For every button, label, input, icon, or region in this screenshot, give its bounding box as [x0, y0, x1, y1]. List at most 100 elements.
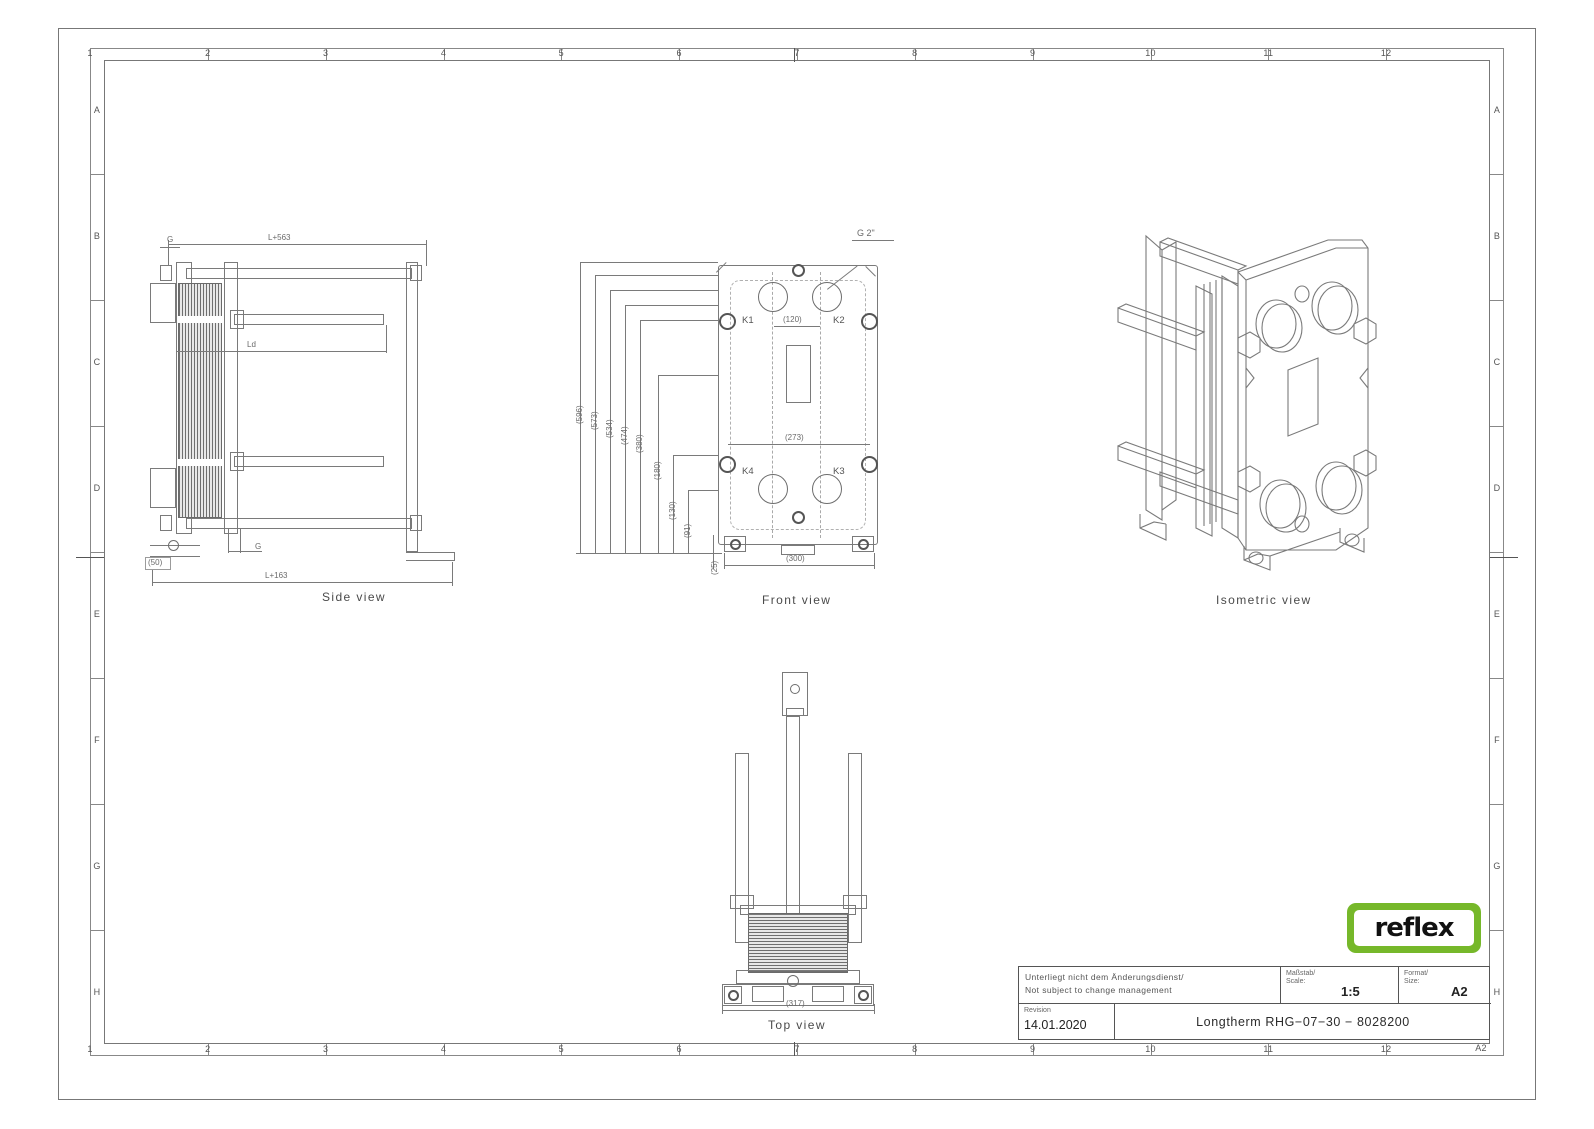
- zone-column-label: 8: [912, 48, 918, 58]
- zone-row-label: C: [1493, 357, 1501, 367]
- dim-text-50: (50): [148, 558, 163, 567]
- zone-column-label: 10: [1145, 1044, 1156, 1054]
- zone-column-label: 9: [1030, 48, 1036, 58]
- format-label-en: Size:: [1404, 978, 1420, 986]
- zone-tick: [914, 48, 916, 60]
- dim-text-vertical: (91): [683, 523, 692, 538]
- zone-column-label: 1: [87, 48, 93, 58]
- zone-row-label: B: [93, 231, 101, 241]
- zone-column-label: 3: [323, 48, 329, 58]
- zone-tick: [207, 1044, 209, 1056]
- zone-column-label: 3: [323, 1044, 329, 1054]
- zone-row-label: G: [93, 861, 101, 871]
- note-en: Not subject to change management: [1025, 984, 1172, 995]
- zone-row-label: F: [1494, 735, 1500, 745]
- zone-tick: [797, 48, 798, 60]
- dim-leader-line: [673, 455, 718, 456]
- front-nameplate: [786, 345, 811, 403]
- isometric-view-caption: Isometric view: [1216, 593, 1312, 607]
- top-view-caption: Top view: [768, 1018, 826, 1032]
- dim-leader-line: [640, 320, 718, 321]
- scale-label-de: Maßstab/: [1286, 970, 1316, 977]
- zone-tick: [207, 48, 209, 60]
- front-bolt-upper-left: [719, 313, 736, 330]
- zone-tick: [1386, 1044, 1388, 1056]
- side-end-nut-3: [410, 265, 422, 281]
- front-foot-center: [781, 545, 815, 555]
- side-tie-bolt-lower: [234, 456, 384, 467]
- side-foot-left-bottom: [150, 556, 200, 557]
- zone-column-label: 2: [205, 48, 211, 58]
- dim-leader-line: [610, 290, 718, 291]
- dim-leader-line: [595, 275, 718, 276]
- side-pack-gap-lower: [178, 459, 222, 466]
- zone-column-label: 11: [1263, 48, 1274, 58]
- isometric-geometry: [1117, 234, 1377, 571]
- dim-extension-line: [625, 305, 626, 553]
- zone-row-label: D: [1493, 483, 1501, 493]
- top-tie-rod-right: [848, 753, 862, 943]
- dim-leader-line: [688, 490, 718, 491]
- ext-G-bottom-a: [228, 529, 229, 553]
- zone-tick: [679, 1044, 681, 1056]
- side-foot-right-edge: [454, 552, 455, 561]
- top-center-nut: [787, 975, 799, 987]
- front-centerline-right: [820, 272, 821, 538]
- title-block-note-cell: Unterliegt nicht dem Änderungsdienst/ No…: [1019, 967, 1281, 1004]
- ext-G-bottom-b: [240, 529, 241, 553]
- top-plate-pack: [748, 913, 848, 973]
- zone-column-label: 12: [1380, 1044, 1392, 1054]
- zone-column-label: 5: [558, 48, 564, 58]
- format-value: A2: [1451, 984, 1468, 999]
- dim-extension-line: [640, 320, 641, 553]
- zone-tick: [1490, 174, 1504, 175]
- zone-row-label: A: [93, 105, 101, 115]
- revision-label: Revision: [1024, 1007, 1051, 1014]
- dim-text-L163: L+163: [265, 571, 288, 580]
- top-fixed-cover: [740, 905, 856, 915]
- note-de: Unterliegt nicht dem Änderungsdienst/: [1025, 972, 1184, 982]
- zone-column-label: 1: [87, 1044, 93, 1054]
- zone-tick: [561, 1044, 563, 1056]
- drawing-title: Longtherm RHG−07−30 − 8028200: [1196, 1015, 1410, 1029]
- ext-317-b: [874, 1004, 875, 1014]
- ext-L563-b: [426, 240, 427, 266]
- zone-tick: [325, 48, 327, 60]
- zone-tick: [914, 1044, 916, 1056]
- top-cutout-right: [812, 986, 844, 1002]
- dim-line-300: [724, 565, 874, 566]
- side-end-nut-4: [410, 515, 422, 531]
- side-nut-lower: [230, 452, 244, 471]
- dim-text-vertical: (596): [575, 404, 584, 424]
- front-bolt-lower-right: [861, 456, 878, 473]
- zone-row-label: F: [94, 735, 100, 745]
- front-port-K2-bore: [812, 282, 842, 312]
- zone-tick: [90, 174, 104, 175]
- top-foot-left: [724, 986, 742, 1004]
- side-carrying-bar-top: [186, 268, 412, 279]
- front-callout-shelf: [852, 240, 894, 241]
- zone-tick: [1268, 1044, 1270, 1056]
- zone-column-label: 11: [1263, 1044, 1274, 1054]
- dim-line-273: [728, 444, 870, 445]
- dim-line-Ld: [176, 351, 386, 352]
- scale-label-en: Scale:: [1286, 978, 1306, 986]
- zone-row-label: C: [93, 357, 101, 367]
- side-port-upper: [150, 283, 176, 323]
- corner-format-label: A2: [1475, 1043, 1487, 1053]
- side-movable-cover: [224, 262, 238, 534]
- side-foot-bolt: [168, 540, 179, 551]
- zone-tick: [1150, 1044, 1152, 1056]
- front-foot-left: [724, 536, 746, 552]
- dim-leader-line: [658, 375, 718, 376]
- dim-extension-line: [595, 275, 596, 553]
- sheet-outer-border: [58, 28, 1536, 1100]
- zone-tick: [1032, 48, 1034, 60]
- top-hanger-hole: [790, 684, 800, 694]
- front-stud-bottom: [792, 511, 805, 524]
- dim-extension-line: [673, 455, 674, 553]
- dim-line-G-top: [160, 247, 180, 248]
- front-foot-right: [852, 536, 874, 552]
- dim-text-vertical: (474): [620, 426, 629, 445]
